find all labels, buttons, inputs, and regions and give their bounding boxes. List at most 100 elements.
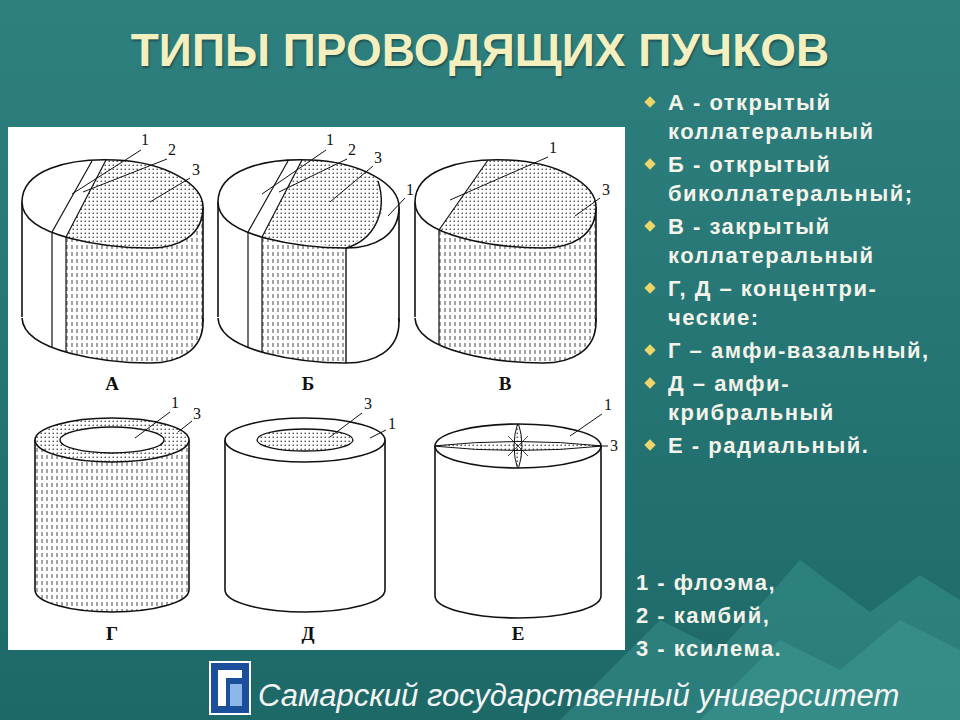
callout-number: 3 (192, 161, 200, 179)
figure-letter: Б (302, 374, 315, 394)
figure-line (248, 161, 288, 232)
figure-line (66, 160, 106, 237)
figure-g (196, 140, 426, 380)
key-line: 1 - флоэма, (636, 566, 782, 599)
figure-line (384, 440, 386, 590)
callout-number: 3 (193, 405, 201, 423)
figure-ellipse (435, 424, 601, 468)
figure-g (433, 422, 603, 470)
figure-g (22, 318, 203, 363)
figure-line (439, 160, 488, 230)
bullet-item: Г, Д – концентри-ческие: (668, 274, 950, 332)
figure-ellipse (35, 418, 189, 462)
figure-letter: Г (106, 624, 118, 644)
figure-path (218, 670, 242, 706)
figure-line (83, 159, 167, 192)
callout-number: 3 (364, 395, 372, 413)
key-line: 2 - камбий, (636, 599, 782, 632)
callout-number: 1 (388, 415, 396, 433)
open-collateral-figure (0, 140, 230, 380)
callout-number: 2 (168, 141, 176, 159)
bullet-item: Е - радиальный. (668, 431, 950, 460)
figure-line (262, 160, 302, 237)
figure-rect (0, 140, 230, 380)
figure-path (218, 160, 399, 248)
figure-rect (196, 140, 426, 380)
figure-path (415, 160, 596, 248)
figure-line (72, 150, 141, 194)
callout-number: 1 (326, 131, 334, 149)
figure-line (330, 413, 362, 437)
figure-letter: Д (301, 624, 314, 644)
figure-line (261, 237, 262, 352)
figure-letter: Е (512, 624, 525, 644)
figure-path (218, 318, 399, 363)
figure-line (217, 202, 219, 317)
figure-line (450, 157, 548, 200)
figure-ellipse (225, 418, 385, 462)
figure-line (178, 421, 192, 432)
figure-line (600, 446, 602, 596)
callout-number: 1 (604, 396, 612, 414)
figure-rect (30, 415, 195, 625)
figure-g (439, 150, 608, 260)
key-line: 3 - ксилема. (636, 632, 782, 665)
figure-path (22, 160, 203, 248)
figure-ellipse (35, 590, 189, 612)
figure-rect (210, 662, 250, 714)
callout-number: 1 (141, 131, 149, 149)
university-logo (210, 662, 250, 714)
amphivasal-figure (30, 415, 195, 625)
figure-line (330, 166, 373, 202)
figure-line (34, 440, 36, 590)
figure-line (262, 150, 326, 194)
figure-ellipse (435, 596, 601, 618)
figure-line (434, 446, 436, 596)
callout-number: 1 (406, 181, 414, 199)
figure-line (21, 202, 23, 317)
figure-ellipse (35, 418, 189, 462)
figure-line (345, 248, 346, 363)
radial-figure (433, 422, 603, 618)
bullet-item: Г – амфи-вазальный, (668, 336, 950, 365)
figure-line (570, 414, 602, 436)
figure-g (225, 590, 385, 612)
figure-line (65, 237, 66, 352)
bullet-list: А - открытый коллатеральныйБ - открытый … (668, 88, 950, 464)
figure-letter: А (105, 374, 119, 394)
figure-line (279, 159, 347, 192)
figure-ellipse (257, 429, 353, 451)
figure-line (370, 430, 386, 438)
callout-number: 3 (374, 149, 382, 167)
closed-collateral-figure (393, 140, 623, 380)
figure-panel (8, 127, 625, 650)
bullet-item: Д – амфи-крибральный (668, 369, 950, 427)
figure-g (415, 318, 596, 363)
bullet-item: В - закрытый коллатеральный (668, 212, 950, 270)
key-list: 1 - флоэма,2 - камбий,3 - ксилема. (636, 566, 782, 665)
figure-path (22, 318, 203, 363)
figure-path (415, 318, 596, 363)
bullet-item: Б - открытый биколлатеральный; (668, 150, 950, 208)
figure-line (150, 178, 190, 202)
figure-line (202, 207, 204, 322)
figure-line (398, 207, 400, 322)
figure-ellipse (257, 429, 353, 451)
callout-number: 2 (348, 141, 356, 159)
figure-g (0, 140, 230, 380)
bullet-item: А - открытый коллатеральный (668, 88, 950, 146)
slide-title: ТИПЫ ПРОВОДЯЩИХ ПУЧКОВ (0, 22, 960, 78)
figure-line (52, 161, 92, 232)
figure-line (224, 440, 226, 590)
leader-lines (72, 150, 608, 446)
callout-number: 3 (610, 437, 618, 455)
footer-text: Самарский государственный университет (258, 678, 899, 714)
figure-line (592, 446, 608, 447)
figure-letter: В (499, 374, 512, 394)
figure-g (435, 596, 601, 618)
figure-path (346, 181, 381, 248)
figure-line (188, 440, 190, 590)
figure-ellipse (60, 427, 164, 453)
figure-line (414, 202, 416, 317)
